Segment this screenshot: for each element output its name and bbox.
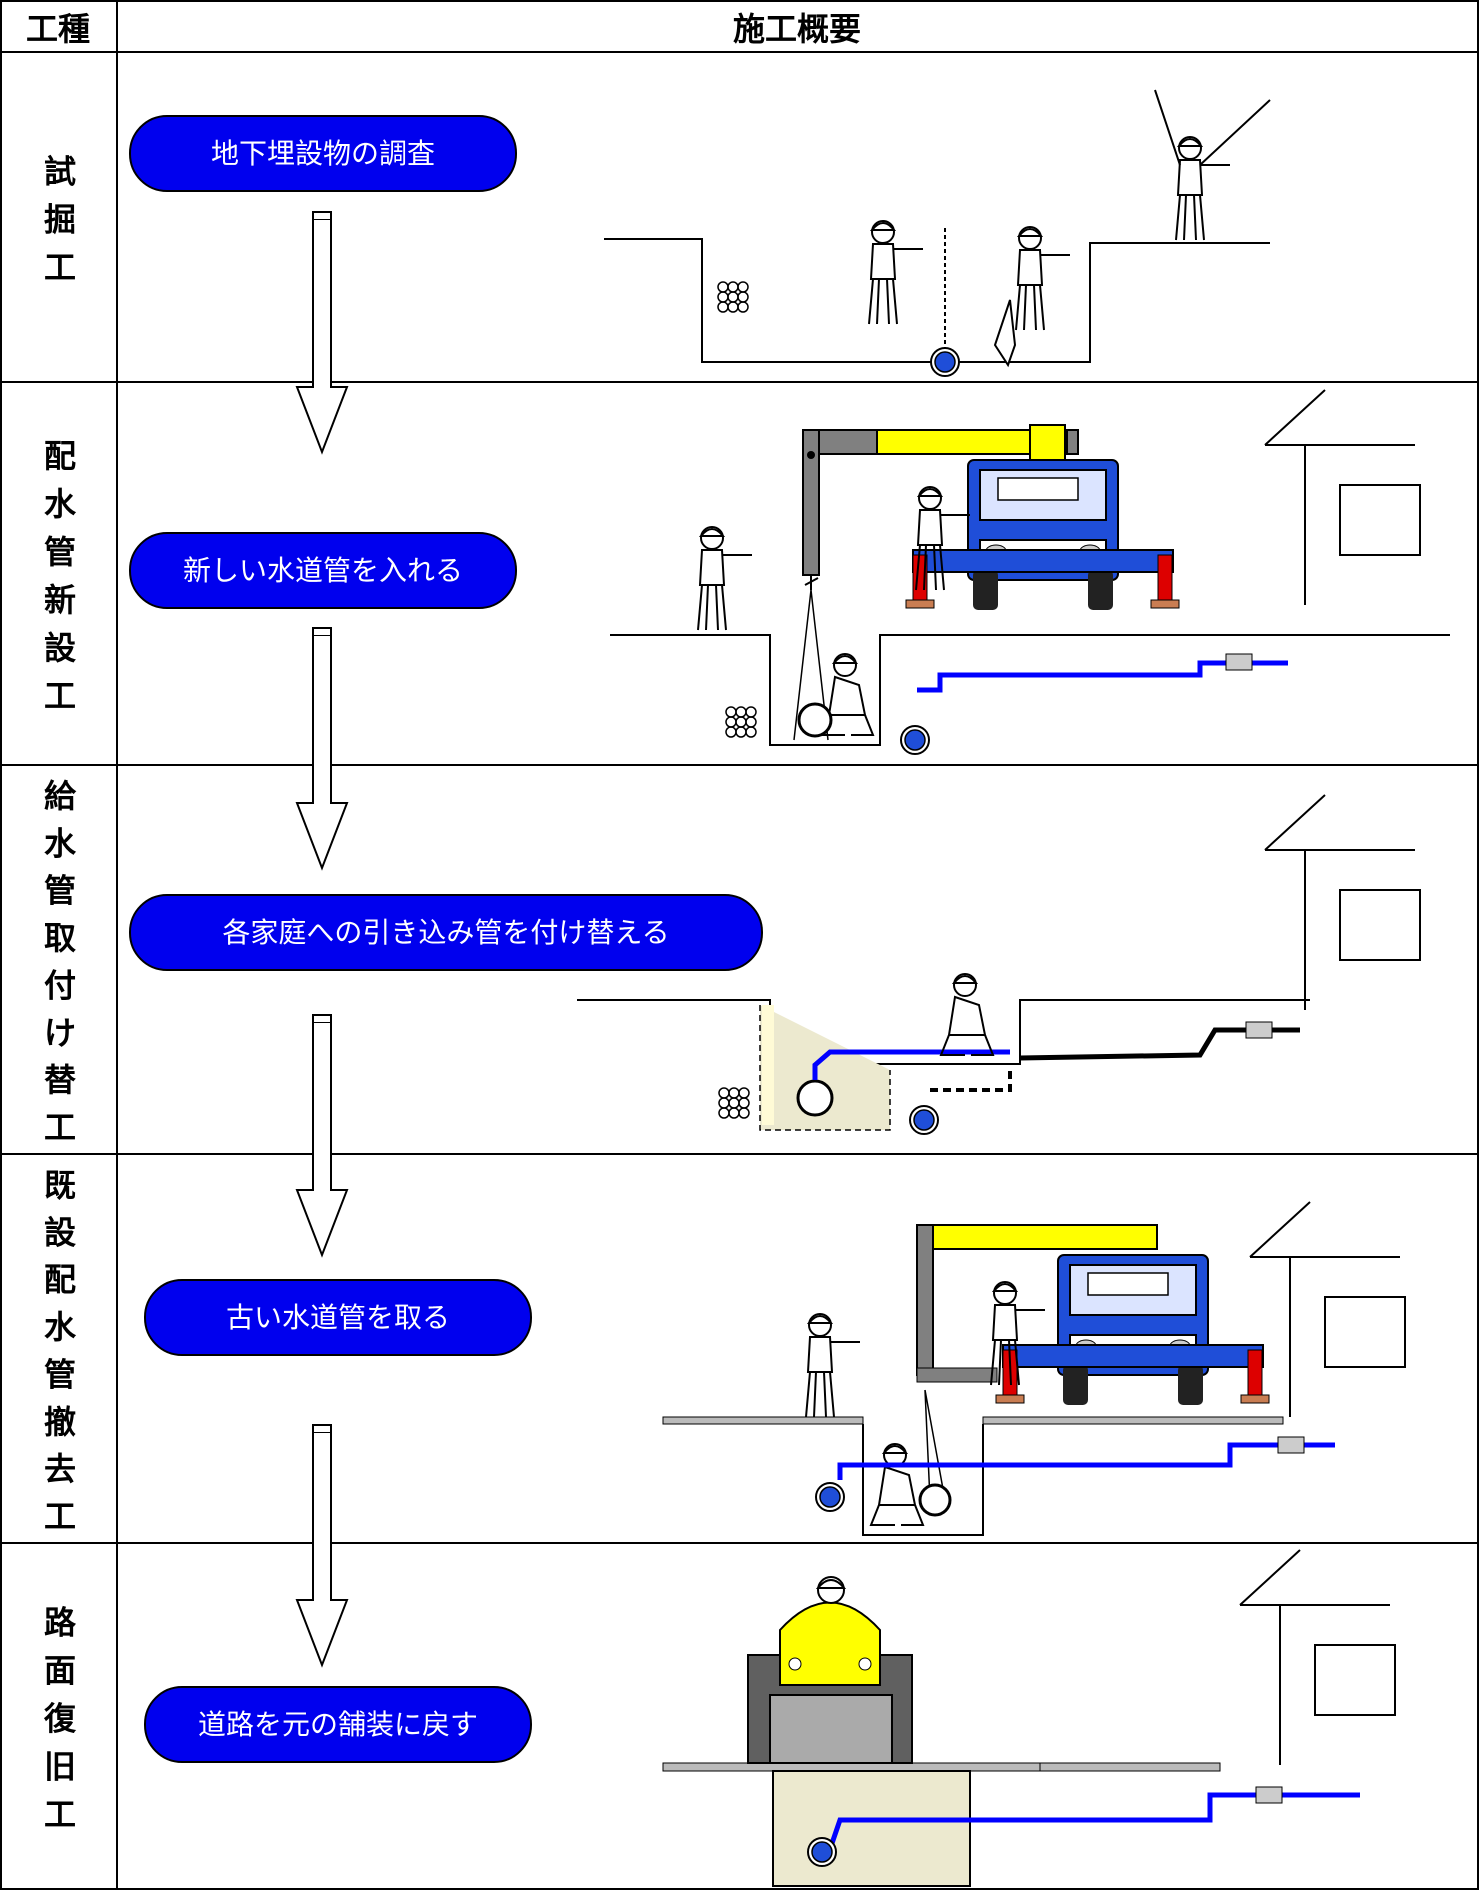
- step-label-3: 各家庭への引き込み管を付け替える: [222, 916, 669, 949]
- illustration-service-pipe: [577, 794, 1421, 1135]
- illustration-road-restoration: [662, 1549, 1396, 1887]
- step-pill-3: 各家庭への引き込み管を付け替える: [129, 894, 763, 971]
- worker-icon: [940, 973, 994, 1056]
- work-type-label-3: 給水管取付け替工: [44, 777, 77, 1147]
- header-overview: 施工概要: [733, 10, 861, 48]
- step-pill-5: 道路を元の舗装に戻す: [144, 1686, 532, 1763]
- illustration-new-pipe: [610, 389, 1450, 755]
- house-icon: [1249, 1201, 1406, 1418]
- header-work-type: 工種: [26, 10, 90, 48]
- crane-truck-icon: [905, 459, 1180, 611]
- step-label-1: 地下埋設物の調査: [211, 137, 435, 170]
- pipe-icon: [815, 1482, 845, 1512]
- worker-icon: [1015, 226, 1071, 331]
- road-roller-icon: [747, 1576, 913, 1764]
- pipe-icon: [909, 1105, 939, 1135]
- down-arrow-icon: [296, 1014, 348, 1256]
- step-pill-4: 古い水道管を取る: [144, 1279, 532, 1356]
- house-icon: [1264, 389, 1421, 606]
- illustration-pipe-removal: [662, 1201, 1406, 1536]
- step-pill-2: 新しい水道管を入れる: [129, 532, 517, 609]
- worker-icon: [1175, 136, 1231, 241]
- work-type-label-1: 試掘工: [44, 152, 76, 286]
- step-pill-1: 地下埋設物の調査: [129, 115, 517, 192]
- house-icon: [1264, 794, 1421, 1011]
- work-type-label-4: 既設配水管撤去工: [44, 1166, 77, 1536]
- worker-icon: [697, 526, 753, 631]
- pipe-icon: [930, 347, 960, 377]
- worker-icon: [915, 486, 971, 591]
- house-icon: [1239, 1549, 1396, 1766]
- step-label-4: 古い水道管を取る: [226, 1301, 450, 1334]
- worker-icon: [805, 1313, 861, 1418]
- pipe-icon: [900, 725, 930, 755]
- down-arrow-icon: [296, 211, 348, 453]
- step-label-2: 新しい水道管を入れる: [183, 554, 463, 587]
- down-arrow-icon: [296, 1424, 348, 1666]
- crane-truck-icon: [995, 1254, 1270, 1406]
- work-type-label-5: 路面復旧工: [43, 1603, 77, 1833]
- worker-icon: [990, 1281, 1046, 1386]
- worker-icon: [870, 1443, 924, 1526]
- pipe-icon: [807, 1837, 837, 1867]
- down-arrow-icon: [296, 627, 348, 869]
- illustration-test-excavation: [604, 89, 1271, 377]
- step-label-5: 道路を元の舗装に戻す: [198, 1708, 478, 1741]
- work-type-label-2: 配水管新設工: [44, 437, 77, 715]
- worker-icon: [868, 220, 924, 325]
